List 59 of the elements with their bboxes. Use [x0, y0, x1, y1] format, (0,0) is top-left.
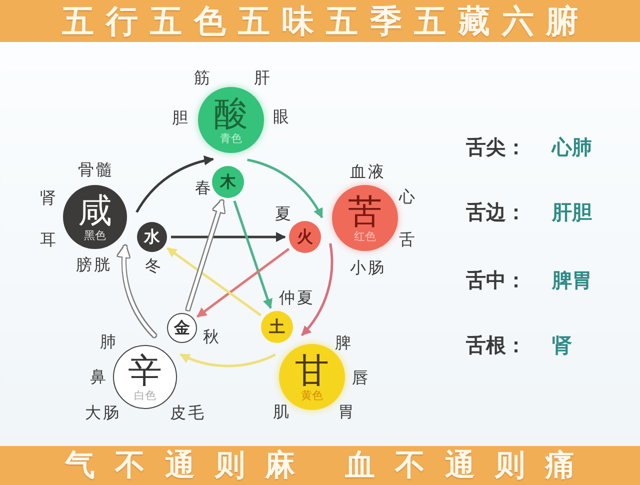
- element-character: 火: [297, 229, 313, 245]
- color-name: 黄色: [301, 390, 323, 400]
- taste-character: 酸: [214, 96, 248, 130]
- arrow: [186, 200, 224, 310]
- body-part-label: 眼: [272, 109, 291, 125]
- taste-character: 甘: [295, 354, 329, 388]
- taste-character: 苦: [348, 194, 382, 228]
- element-character: 木: [220, 174, 236, 190]
- taste-character: 辛: [128, 354, 162, 388]
- curved-arrow: [247, 158, 324, 218]
- taste-character: 咸: [78, 194, 112, 228]
- arrow: [171, 232, 286, 242]
- body-part-label: 血液: [349, 164, 386, 180]
- body-part-label: 大肠: [84, 405, 121, 421]
- body-part-label: 脾: [334, 335, 353, 351]
- body-part-label: 肌: [272, 404, 291, 420]
- caption: 气不通则麻 血不通则痛: [64, 450, 596, 480]
- body-part-label: 唇: [351, 370, 370, 386]
- tongue-region-label: 舌中：: [466, 270, 526, 290]
- body-part-label: 胆: [171, 110, 190, 126]
- season-label: 夏: [274, 206, 293, 222]
- body-part-label: 肾: [39, 190, 58, 206]
- organ-label: 脾胃: [552, 270, 592, 290]
- season-label: 春: [194, 180, 213, 196]
- curved-arrow: [300, 243, 334, 336]
- body-part-label: 耳: [39, 232, 58, 248]
- body-part-label: 心: [398, 189, 417, 205]
- body-part-label: 膀胱: [75, 257, 112, 273]
- title: 五行五色五味五季五藏六腑: [61, 5, 590, 37]
- element-character: 土: [269, 319, 285, 335]
- organ-label: 心肺: [552, 137, 592, 157]
- arrow: [166, 247, 262, 316]
- season-label: 冬: [144, 258, 163, 274]
- tongue-region-label: 舌尖：: [466, 137, 526, 157]
- body-part-label: 骨髓: [77, 162, 114, 178]
- color-name: 白色: [134, 390, 156, 400]
- body-part-label: 胃: [337, 404, 356, 420]
- body-part-label: 皮毛: [169, 405, 206, 421]
- arrow: [233, 200, 272, 310]
- tongue-region-label: 舌边：: [466, 202, 526, 222]
- body-part-label: 肺: [99, 334, 118, 350]
- body-part-label: 小肠: [349, 260, 386, 276]
- organ-label: 肾: [552, 335, 572, 355]
- curved-arrow: [180, 353, 276, 368]
- body-part-label: 肝: [253, 70, 272, 86]
- color-name: 青色: [220, 132, 242, 144]
- color-name: 黑色: [84, 230, 106, 240]
- color-name: 红色: [354, 230, 376, 242]
- body-part-label: 筋: [193, 70, 212, 86]
- element-character: 水: [144, 229, 160, 245]
- organ-label: 肝胆: [552, 202, 592, 222]
- arrow: [196, 248, 290, 318]
- body-part-label: 舌: [398, 232, 417, 248]
- season-label: 秋: [202, 329, 221, 345]
- element-character: 金: [174, 320, 190, 336]
- season-label: 仲夏: [278, 290, 315, 306]
- tongue-region-label: 舌根：: [466, 335, 526, 355]
- curved-arrow: [136, 156, 214, 213]
- body-part-label: 鼻: [89, 369, 108, 385]
